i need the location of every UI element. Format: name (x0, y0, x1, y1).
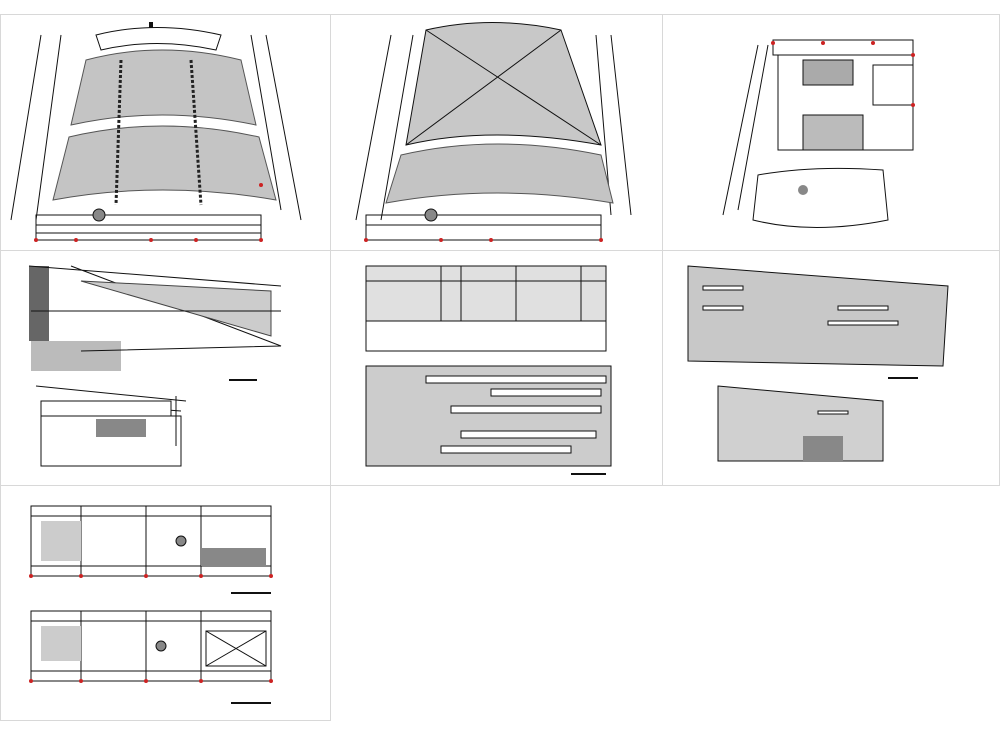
auditorium-floor-plan-icon (10, 22, 302, 242)
panel-auditorium-plan[interactable] (0, 15, 331, 251)
panel-elevation[interactable] (331, 251, 663, 486)
auditorium-roof-plan-icon (355, 22, 632, 242)
panel-stage-plan[interactable] (0, 486, 331, 721)
panel-brick-elevation[interactable] (663, 251, 1000, 486)
building-section-icon (28, 265, 282, 467)
panel-section[interactable] (0, 251, 331, 486)
elevation-facade-icon (365, 265, 612, 475)
sheet-top-rule (0, 14, 1000, 15)
stage-plan-icon (29, 505, 273, 704)
panel-lobby-plan[interactable] (663, 15, 1000, 251)
brick-elevation-icon (687, 265, 949, 462)
panel-roof-plan[interactable] (331, 15, 663, 251)
lobby-floor-plan-icon (722, 39, 915, 228)
